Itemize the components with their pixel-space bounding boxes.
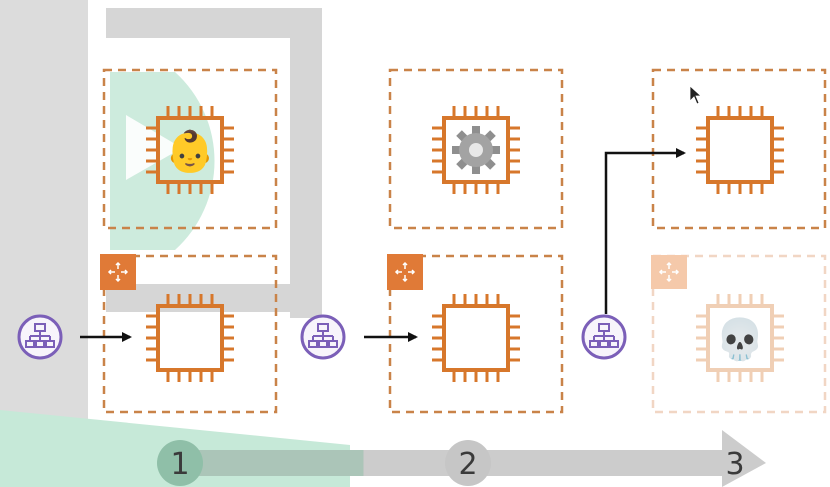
timeline-step-1-marker[interactable] [157,440,203,486]
skull-icon: 💀 [715,316,765,363]
ec2-chip-icon [694,104,786,196]
load-balancer-icon[interactable] [300,314,346,360]
auto-scaling-group-icon [387,254,423,290]
ec2-chip-icon [144,292,236,384]
timeline-step-3-label: 3 [725,447,744,482]
load-balancer-icon[interactable] [581,314,627,360]
auto-scaling-group-icon [100,254,136,290]
left-gray-bar [0,0,88,487]
baby-face-icon: 👶 [165,128,215,175]
timeline: 1 2 3 [157,430,766,487]
auto-scaling-group-icon [651,255,687,289]
asg-frame-1 [102,254,278,414]
timeline-step-2-label: 2 [458,447,477,482]
timeline-step-2-marker[interactable] [445,440,491,486]
column-2 [300,68,564,414]
timeline-step-1-label: 1 [170,447,189,482]
instance-frame-new [102,68,278,230]
gear-icon [452,126,500,174]
asg-frame-2 [388,254,564,414]
traffic-arrow-3 [604,148,686,314]
timeline-arrowhead [722,430,766,487]
column-3: 💀 [581,68,827,414]
asg-frame-faded [651,254,827,414]
instance-frame-target [651,68,827,230]
ec2-chip-icon [430,292,522,384]
instance-frame-running [388,68,564,230]
top-gray-bar [106,8,322,38]
load-balancer-icon[interactable] [17,314,63,360]
right-gray-bar [290,8,322,318]
column-1: 👶 [17,68,278,414]
play-triangle-icon[interactable] [126,115,182,180]
mouse-cursor-icon [689,85,703,105]
timeline-progress [180,450,364,476]
